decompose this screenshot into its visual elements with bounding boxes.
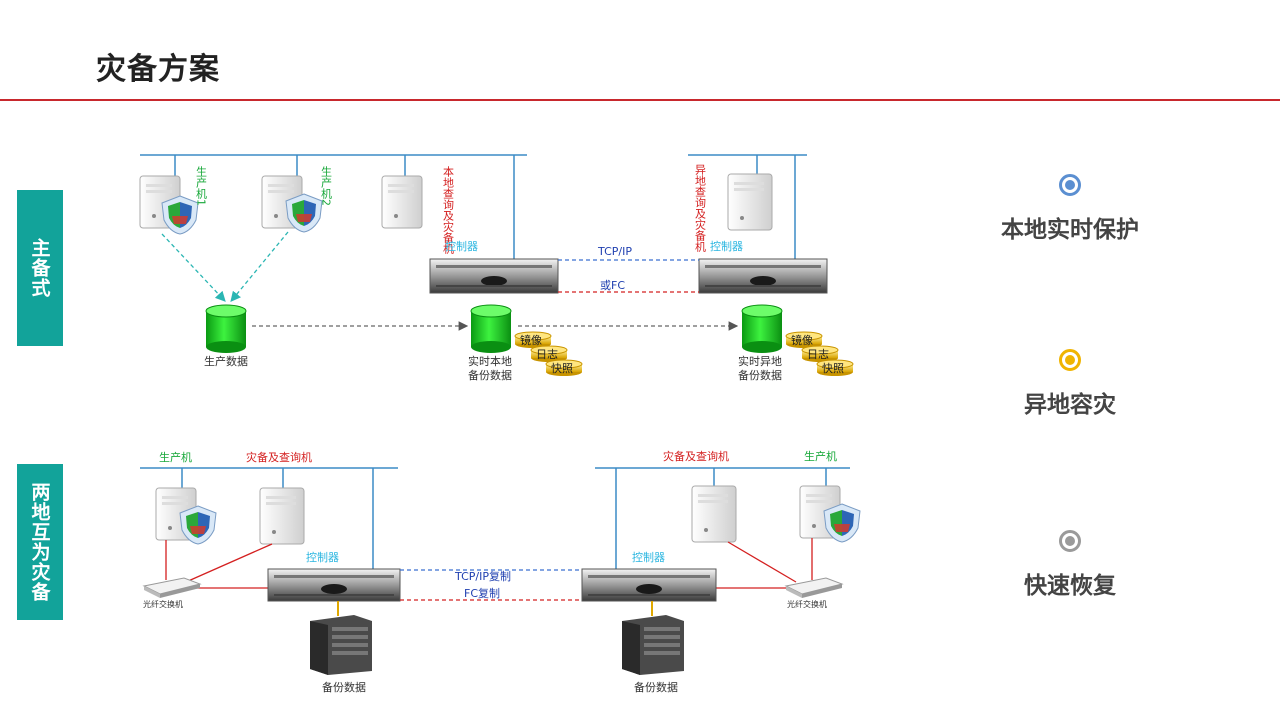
side-tab-active-standby[interactable]: 主备式 xyxy=(17,190,63,346)
stack-label: 日志 xyxy=(536,348,558,361)
prod-host-right-label: 生产机 xyxy=(804,449,837,463)
query-host-left-label: 灾备及查询机 xyxy=(246,450,312,464)
stack-label: 快照 xyxy=(822,362,844,375)
side-tab-mutual-dr[interactable]: 两地互为灾备 xyxy=(17,464,63,620)
remote-backup-label-1: 实时异地 xyxy=(738,354,782,368)
prod-data-label: 生产数据 xyxy=(204,354,248,368)
feature-fast-recovery: 快速恢复 xyxy=(990,530,1150,600)
local-backup-label-2: 备份数据 xyxy=(468,368,512,382)
stack-label: 镜像 xyxy=(791,333,813,347)
prod-host-left-label: 生产机 xyxy=(159,450,192,464)
controller-right-label: 控制器 xyxy=(710,239,743,253)
fiber-switch-icon xyxy=(142,577,202,598)
database-cylinder-icon xyxy=(205,304,247,353)
controller-left-label: 控制器 xyxy=(445,239,478,253)
rack-controller-icon xyxy=(581,568,717,602)
server-tower-icon xyxy=(727,173,773,231)
feature-label: 快速恢复 xyxy=(1024,573,1116,599)
remote-query-host-label: 异地查询及灾备机 xyxy=(694,164,707,252)
prod-host-1-label: 生产机1 xyxy=(195,165,208,206)
bottom-network-bus xyxy=(140,467,850,570)
server-tower-icon xyxy=(691,485,737,543)
server-tower-icon xyxy=(381,175,423,229)
link-host1-to-data xyxy=(161,233,226,302)
feature-label: 异地容灾 xyxy=(1024,392,1116,418)
storage-tower-icon xyxy=(310,615,372,675)
database-cylinder-icon xyxy=(470,304,512,353)
prod-host-2-label: 生产机2 xyxy=(320,165,333,206)
local-backup-label-1: 实时本地 xyxy=(468,354,512,368)
tcp-label-bottom: TCP/IP复制 xyxy=(454,569,511,583)
remote-backup-label-2: 备份数据 xyxy=(738,368,782,382)
tcp-label-top: TCP/IP xyxy=(597,245,632,258)
title-divider xyxy=(0,99,1280,101)
fc-cabling xyxy=(165,538,813,589)
backup-right-label: 备份数据 xyxy=(634,680,678,694)
stack-label: 镜像 xyxy=(520,333,542,347)
rack-controller-icon xyxy=(429,258,559,294)
snapshot-stack-local: 镜像 日志 快照 xyxy=(514,331,583,376)
top-network-bus xyxy=(140,154,807,262)
page-title: 灾备方案 xyxy=(96,52,220,87)
feature-remote-dr: 异地容灾 xyxy=(990,349,1150,419)
stack-label: 日志 xyxy=(807,348,829,361)
controller-right-label-bottom: 控制器 xyxy=(632,550,665,564)
fc-label-bottom: FC复制 xyxy=(464,586,500,600)
shield-icon xyxy=(179,505,217,545)
link-host2-to-data xyxy=(230,231,289,303)
feature-local-protection: 本地实时保护 xyxy=(990,174,1150,244)
switch-left-label: 光纤交换机 xyxy=(143,599,183,609)
shield-icon xyxy=(823,503,861,543)
switch-right-label: 光纤交换机 xyxy=(787,599,827,609)
fc-label-top: 或FC xyxy=(600,279,625,292)
server-tower-icon xyxy=(259,487,305,545)
shield-icon xyxy=(161,195,199,235)
stack-label: 快照 xyxy=(551,362,573,375)
database-cylinder-icon xyxy=(741,304,783,353)
snapshot-stack-remote: 镜像 日志 快照 xyxy=(785,331,854,376)
rack-controller-icon xyxy=(698,258,828,294)
controller-left-label-bottom: 控制器 xyxy=(306,550,339,564)
fiber-switch-icon xyxy=(784,577,844,598)
query-host-right-label: 灾备及查询机 xyxy=(663,449,729,463)
radio-gray-icon xyxy=(1059,530,1081,552)
local-query-host-label: 本地查询及灾备机 xyxy=(442,165,455,254)
storage-tower-icon xyxy=(622,615,684,675)
radio-yellow-icon xyxy=(1059,349,1081,371)
radio-blue-icon xyxy=(1059,174,1081,196)
shield-icon xyxy=(285,193,323,233)
feature-label: 本地实时保护 xyxy=(1001,217,1139,243)
rack-controller-icon xyxy=(267,568,401,602)
backup-left-label: 备份数据 xyxy=(322,680,366,694)
